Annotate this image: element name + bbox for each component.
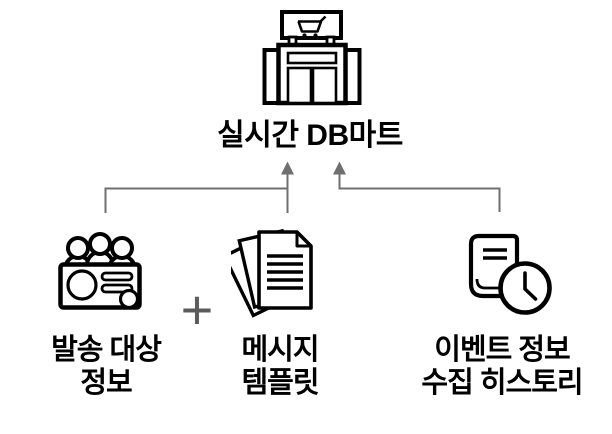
source-label-line: 템플릿: [241, 367, 319, 400]
source-label-line: 정보: [80, 367, 132, 400]
storefront-with-cart-icon: [262, 6, 362, 107]
source-label-send-target: 발송 대상 정보: [0, 334, 212, 400]
source-label-line: 이벤트 정보: [434, 334, 570, 366]
audience-list-icon: [56, 228, 144, 314]
message-template-stack-icon: [231, 226, 323, 320]
diagram-title: 실시간 DB마트: [217, 119, 403, 152]
source-label-line: 메시지: [241, 334, 319, 366]
source-label-message-template: 메시지 템플릿: [196, 334, 364, 400]
source-label-event-history: 이벤트 정보 수집 히스토리: [392, 334, 612, 400]
source-label-line: 수집 히스토리: [421, 367, 583, 400]
plus-icon: +: [180, 278, 214, 341]
document-clock-history-icon: [463, 232, 553, 318]
source-label-line: 발송 대상: [51, 334, 162, 366]
